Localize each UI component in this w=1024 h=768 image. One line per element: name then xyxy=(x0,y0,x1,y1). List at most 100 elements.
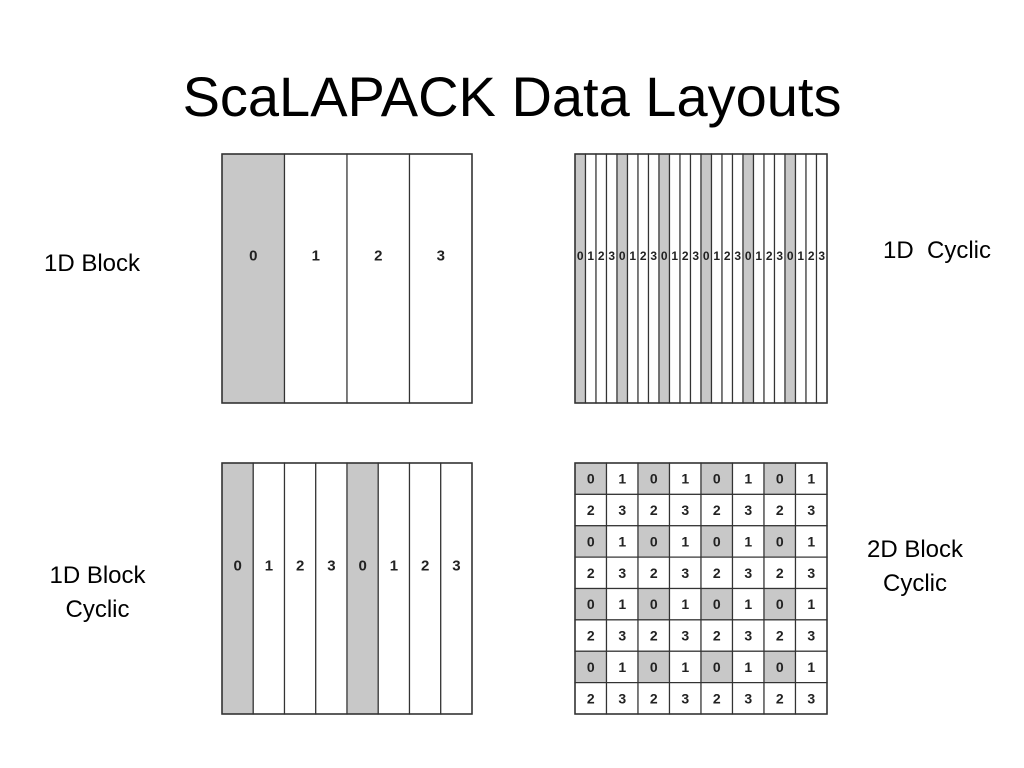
svg-text:3: 3 xyxy=(618,565,626,581)
grid-cell: 2 xyxy=(700,682,734,715)
svg-text:2: 2 xyxy=(640,249,647,263)
grid-cell: 3 xyxy=(668,493,702,527)
grid-cell: 1 xyxy=(668,587,702,621)
svg-text:3: 3 xyxy=(618,502,626,518)
column-cell: 0 xyxy=(658,153,671,404)
column-cell: 3 xyxy=(647,153,660,404)
svg-text:1: 1 xyxy=(713,249,720,263)
svg-text:2: 2 xyxy=(650,628,658,644)
svg-text:0: 0 xyxy=(713,471,721,487)
svg-text:0: 0 xyxy=(233,557,241,574)
svg-text:1: 1 xyxy=(618,659,626,675)
svg-text:3: 3 xyxy=(744,690,752,706)
svg-text:2: 2 xyxy=(650,502,658,518)
svg-text:1: 1 xyxy=(587,249,594,263)
svg-text:3: 3 xyxy=(807,628,815,644)
svg-text:1: 1 xyxy=(807,471,815,487)
grid-cell: 3 xyxy=(731,619,765,652)
svg-text:0: 0 xyxy=(619,249,626,263)
grid-cell: 0 xyxy=(574,587,608,621)
grid-cell: 1 xyxy=(731,525,765,558)
column-cell: 1 xyxy=(252,462,286,715)
grid-cell: 1 xyxy=(731,587,765,621)
column-cell: 0 xyxy=(700,153,713,404)
svg-text:2: 2 xyxy=(808,249,815,263)
grid-cell: 3 xyxy=(605,619,639,652)
grid-cell: 0 xyxy=(700,462,734,495)
svg-text:1: 1 xyxy=(797,249,804,263)
grid-cell: 2 xyxy=(574,682,608,715)
svg-text:0: 0 xyxy=(650,659,658,675)
column-cell: 2 xyxy=(721,153,734,404)
column-cell: 3 xyxy=(440,462,473,715)
svg-text:2: 2 xyxy=(587,690,595,706)
svg-text:3: 3 xyxy=(744,502,752,518)
column-cell: 1 xyxy=(668,153,681,404)
grid-cell: 2 xyxy=(637,682,671,715)
svg-text:2: 2 xyxy=(776,565,784,581)
grid-cell: 0 xyxy=(763,650,797,684)
grid-cell: 0 xyxy=(763,587,797,621)
svg-text:3: 3 xyxy=(807,502,815,518)
svg-text:2: 2 xyxy=(587,502,595,518)
grid-cell: 2 xyxy=(637,619,671,652)
grid-cell: 3 xyxy=(794,556,828,590)
svg-text:0: 0 xyxy=(776,659,784,675)
grid-cell: 2 xyxy=(763,619,797,652)
column-cell: 3 xyxy=(731,153,744,404)
svg-text:0: 0 xyxy=(587,659,595,675)
grid-cell: 0 xyxy=(574,462,608,495)
grid-cell: 1 xyxy=(668,650,702,684)
label-2d-block-cyclic: 2D Block Cyclic xyxy=(866,536,964,597)
column-cell: 0 xyxy=(784,153,797,404)
grid-cell: 2 xyxy=(574,493,608,527)
label-1d-block-cyclic: 1D Block Cyclic xyxy=(49,562,146,623)
grid-cell: 3 xyxy=(794,493,828,527)
svg-text:1: 1 xyxy=(390,557,398,574)
svg-text:2: 2 xyxy=(421,557,429,574)
svg-text:1: 1 xyxy=(807,659,815,675)
grid-cell: 3 xyxy=(668,556,702,590)
svg-text:0: 0 xyxy=(713,659,721,675)
svg-text:3: 3 xyxy=(807,565,815,581)
svg-text:3: 3 xyxy=(327,557,335,574)
svg-text:0: 0 xyxy=(787,249,794,263)
svg-text:2: 2 xyxy=(776,690,784,706)
svg-text:3: 3 xyxy=(776,249,783,263)
svg-text:2: 2 xyxy=(724,249,731,263)
svg-text:0: 0 xyxy=(776,533,784,549)
grid-cell: 0 xyxy=(700,525,734,558)
svg-text:2: 2 xyxy=(374,248,382,265)
svg-text:3: 3 xyxy=(818,249,825,263)
column-cell: 2 xyxy=(595,153,608,404)
svg-text:1: 1 xyxy=(807,533,815,549)
svg-text:3: 3 xyxy=(681,628,689,644)
svg-text:3: 3 xyxy=(681,690,689,706)
column-cell: 3 xyxy=(815,153,828,404)
svg-text:2: 2 xyxy=(776,502,784,518)
svg-text:0: 0 xyxy=(587,471,595,487)
svg-text:0: 0 xyxy=(713,533,721,549)
grid-cell: 2 xyxy=(574,556,608,590)
grid-cell: 2 xyxy=(763,682,797,715)
column-cell: 1 xyxy=(626,153,639,404)
svg-text:3: 3 xyxy=(734,249,741,263)
svg-text:1: 1 xyxy=(755,249,762,263)
label-1d-block: 1D Block xyxy=(43,250,141,277)
svg-text:1: 1 xyxy=(618,471,626,487)
svg-text:3: 3 xyxy=(681,502,689,518)
svg-text:0: 0 xyxy=(661,249,668,263)
column-cell: 0 xyxy=(616,153,629,404)
svg-text:3: 3 xyxy=(618,690,626,706)
svg-text:0: 0 xyxy=(587,533,595,549)
svg-text:0: 0 xyxy=(776,471,784,487)
column-cell: 2 xyxy=(805,153,818,404)
svg-text:2: 2 xyxy=(296,557,304,574)
grid-cell: 0 xyxy=(763,462,797,495)
svg-text:2: 2 xyxy=(682,249,689,263)
svg-text:3: 3 xyxy=(437,248,445,265)
svg-text:1: 1 xyxy=(681,471,689,487)
grid-cell: 0 xyxy=(700,587,734,621)
grid-cell: 1 xyxy=(731,462,765,495)
svg-text:1: 1 xyxy=(681,596,689,612)
